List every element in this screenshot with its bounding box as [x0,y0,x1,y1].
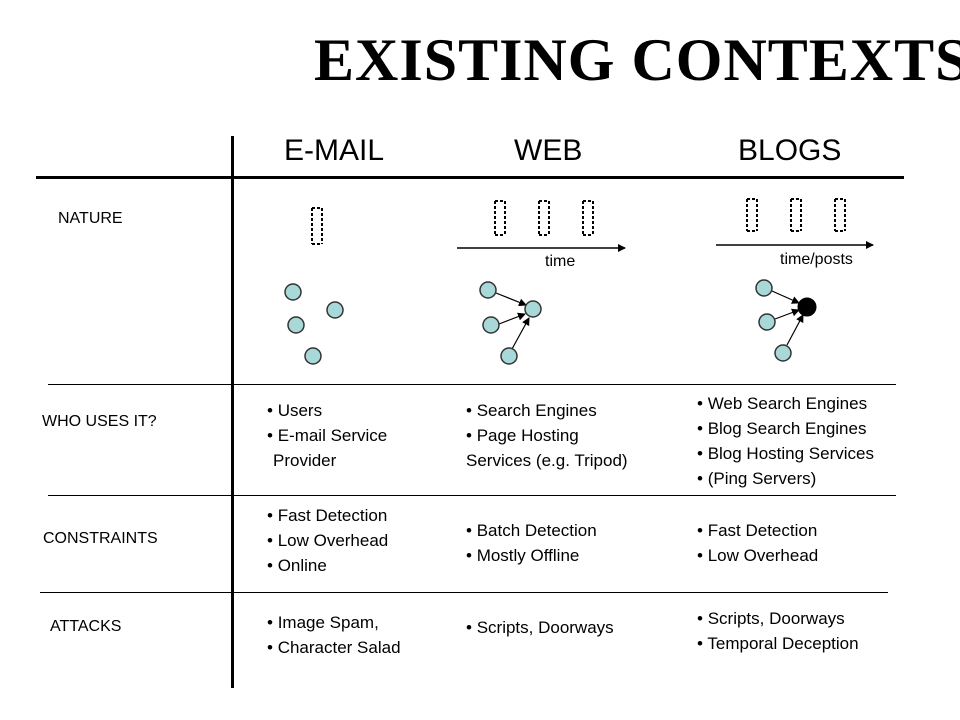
graph-link [771,290,800,304]
column-header-blogs: BLOGS [738,134,842,167]
graph-node [482,316,500,334]
graph-node [284,283,302,301]
list-item: Services (e.g. Tripod) [466,451,628,470]
email-document-icon [311,207,323,245]
graph-link [786,314,804,346]
list-item: Scripts, Doorways [466,615,614,640]
list-item: Mostly Offline [466,543,597,568]
constraints-email-list: Fast Detection Low Overhead Online [267,503,389,578]
who-uses-email-list: Users E-mail Service Provider [267,398,387,473]
blogs-axis-label: time/posts [780,251,853,268]
list-item: Character Salad [267,635,401,660]
list-item: Temporal Deception [697,631,858,656]
who-uses-blogs-list: Web Search Engines Blog Search Engines B… [697,391,874,491]
list-item: Low Overhead [267,528,389,553]
graph-node [287,316,305,334]
blogs-node-graph [755,279,817,362]
graph-node [524,300,542,318]
list-item: (Ping Servers) [697,466,874,491]
graph-link [774,308,800,320]
graph-link [511,317,530,350]
list-item: Batch Detection [466,518,597,543]
graph-node [755,279,773,297]
graph-link [495,292,527,307]
header-divider [36,176,904,179]
attacks-email-list: Image Spam, Character Salad [267,610,401,660]
row-label-who-uses: WHO USES IT? [42,413,157,430]
graph-node [326,301,344,319]
list-item: Page Hosting [466,423,628,448]
list-item: Search Engines [466,398,628,423]
list-item: Image Spam, [267,610,401,635]
list-item: Blog Search Engines [697,416,874,441]
graph-node [774,344,792,362]
list-item: Online [267,553,388,578]
list-item: Web Search Engines [697,391,874,416]
row-divider-2 [48,495,896,496]
graph-node [500,347,518,365]
graph-node [479,281,497,299]
graph-node [758,313,776,331]
attacks-web-list: Scripts, Doorways [466,615,614,640]
row-divider-3 [40,592,888,593]
email-node-graph [284,283,344,365]
list-item: Users [267,398,387,423]
attacks-blogs-list: Scripts, Doorways Temporal Deception [697,606,859,656]
list-item: E-mail Service [267,423,388,448]
list-item: Fast Detection [697,518,818,543]
graph-link [498,312,526,325]
blog-document-icons [746,198,846,232]
list-item: Provider [273,451,337,470]
list-item: Blog Hosting Services [697,441,874,466]
list-item: Low Overhead [697,543,819,568]
column-header-email: E-MAIL [284,134,385,167]
row-label-constraints: CONSTRAINTS [43,530,158,547]
constraints-blogs-list: Fast Detection Low Overhead [697,518,819,568]
web-axis-label: time [545,253,576,270]
column-header-web: WEB [514,134,583,167]
list-item: Scripts, Doorways [697,606,859,631]
who-uses-web-list: Search Engines Page Hosting Services (e.… [466,398,628,473]
graph-node [304,347,322,365]
constraints-web-list: Batch Detection Mostly Offline [466,518,597,568]
row-divider-1 [48,384,896,385]
row-label-attacks: ATTACKS [50,618,122,635]
page-title: EXISTING CONTEXTS [314,27,960,93]
list-item: Fast Detection [267,503,388,528]
row-label-nature: NATURE [58,210,123,227]
web-document-icons [494,200,594,236]
graph-hub-node [797,297,817,317]
web-node-graph [479,281,542,365]
column-divider [231,136,234,688]
